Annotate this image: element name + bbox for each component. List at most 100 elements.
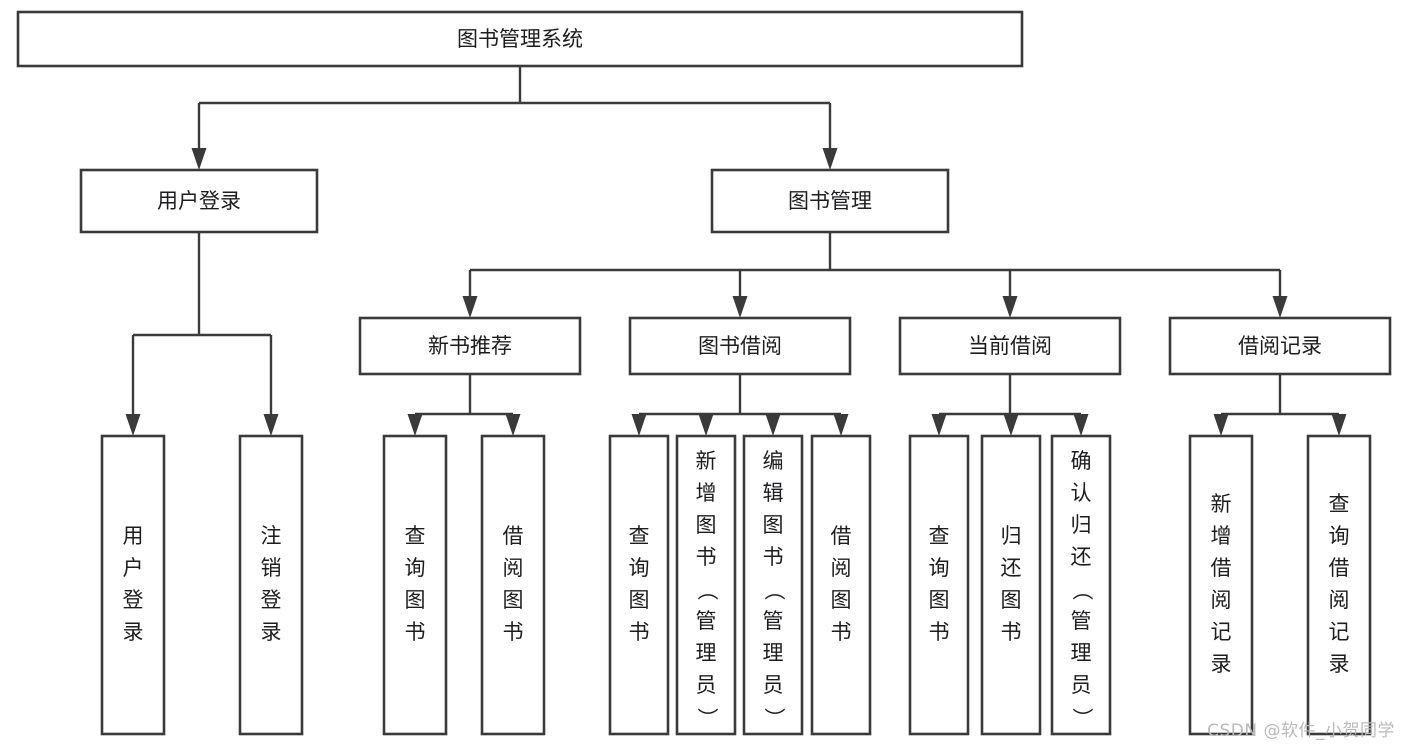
leaf-label-char: 阅 <box>1211 588 1232 612</box>
leaf-label-char: 编 <box>763 449 784 473</box>
arrow-down-icon <box>765 414 781 436</box>
leaf-label-char: 记 <box>1329 620 1350 644</box>
leaf-label-char: ） <box>695 708 719 729</box>
arrow-down-icon <box>462 296 478 318</box>
node-rect <box>898 316 1122 376</box>
arrow-down-icon <box>1213 414 1229 436</box>
node-label: 用户登录 <box>157 189 241 213</box>
node-rect <box>480 434 546 736</box>
node-rect <box>358 316 582 376</box>
node-layer: 图书管理系统用户登录图书管理新书推荐图书借阅当前借阅借阅记录用户登录注销登录查询… <box>16 10 1392 736</box>
leaf-label-char: 用 <box>123 524 144 548</box>
arrow-down-icon <box>931 414 947 436</box>
leaf-label-char: 确 <box>1071 449 1092 473</box>
root-node-图书管理系统[interactable]: 图书管理系统 <box>16 10 1024 68</box>
arrow-down-icon <box>1003 414 1019 436</box>
leaf-label-char: 登 <box>261 588 282 612</box>
csdn-watermark: CSDN @软件_小贺同学 <box>1207 721 1395 741</box>
leaf-label-char: 登 <box>123 588 144 612</box>
leaf-label-char: 销 <box>261 556 282 580</box>
leaf-label-char: 询 <box>405 556 426 580</box>
node-label: 图书借阅 <box>698 334 782 358</box>
leaf-label-char: 查 <box>929 524 950 548</box>
leaf-label-char: 辑 <box>763 481 784 505</box>
leaf-label-char: 增 <box>696 481 717 505</box>
arrow-down-icon <box>407 414 423 436</box>
leaf-label-char: 查 <box>405 524 426 548</box>
leaf-label-char: 借 <box>503 524 524 548</box>
leaf-label-char: 管 <box>763 609 784 633</box>
arrow-down-icon <box>833 414 849 436</box>
leaf-label-char: 管 <box>696 609 717 633</box>
leaf-label-char: 查 <box>629 524 650 548</box>
level3-node-新书推荐[interactable]: 新书推荐 <box>358 316 582 376</box>
leaf-label-char: 注 <box>261 524 282 548</box>
leaf-label-char: 认 <box>1071 481 1092 505</box>
node-rect <box>710 168 950 234</box>
leaf-label-char: 图 <box>629 588 650 612</box>
node-label: 借阅记录 <box>1238 334 1322 358</box>
leaf-label-char: 书 <box>503 620 524 644</box>
leaf-label-char: 还 <box>1001 556 1022 580</box>
leaf-label-char: （ <box>1070 580 1094 601</box>
connector-layer <box>125 66 1347 436</box>
node-rect <box>675 434 737 736</box>
node-rect <box>628 316 852 376</box>
level2-node-图书管理[interactable]: 图书管理 <box>710 168 950 234</box>
leaf-label-char: 记 <box>1211 620 1232 644</box>
arrow-down-icon <box>822 148 838 170</box>
leaf-label-char: 图 <box>503 588 524 612</box>
level3-node-借阅记录[interactable]: 借阅记录 <box>1168 316 1392 376</box>
leaf-label-char: 书 <box>629 620 650 644</box>
leaf-label-char: 图 <box>763 513 784 537</box>
leaf-label-char: 阅 <box>831 556 852 580</box>
arrow-down-icon <box>505 414 521 436</box>
leaf-label-char: 询 <box>929 556 950 580</box>
level3-node-当前借阅[interactable]: 当前借阅 <box>898 316 1122 376</box>
leaf-label-char: 书 <box>696 545 717 569</box>
node-rect <box>79 168 319 234</box>
leaf-label-char: 新 <box>696 449 717 473</box>
arrow-down-icon <box>263 414 279 436</box>
leaf-label-char: 书 <box>1001 620 1022 644</box>
leaf-label-char: 查 <box>1329 492 1350 516</box>
leaf-label-char: 录 <box>1329 652 1350 676</box>
arrow-down-icon <box>191 148 207 170</box>
node-rect <box>1050 434 1112 736</box>
level2-node-用户登录[interactable]: 用户登录 <box>79 168 319 234</box>
node-label: 图书管理系统 <box>457 27 583 51</box>
node-rect <box>1188 434 1254 736</box>
arrow-down-icon <box>1331 414 1347 436</box>
leaf-label-char: 理 <box>763 641 784 665</box>
arrow-down-icon <box>1002 296 1018 318</box>
node-label: 当前借阅 <box>968 334 1052 358</box>
node-label: 新书推荐 <box>428 334 512 358</box>
node-rect <box>238 434 304 736</box>
leaf-label-char: 书 <box>405 620 426 644</box>
node-label: 图书管理 <box>788 189 872 213</box>
arrow-down-icon <box>732 296 748 318</box>
leaf-label-char: 询 <box>1329 524 1350 548</box>
node-rect <box>980 434 1042 736</box>
leaf-node-用户登录[interactable]: 用户登录 <box>100 434 166 736</box>
leaf-label-char: 增 <box>1211 524 1232 548</box>
leaf-label-char: 借 <box>1329 556 1350 580</box>
level3-node-图书借阅[interactable]: 图书借阅 <box>628 316 852 376</box>
leaf-label-char: 员 <box>763 673 784 697</box>
leaf-label-char: 书 <box>929 620 950 644</box>
leaf-label-char: 借 <box>1211 556 1232 580</box>
